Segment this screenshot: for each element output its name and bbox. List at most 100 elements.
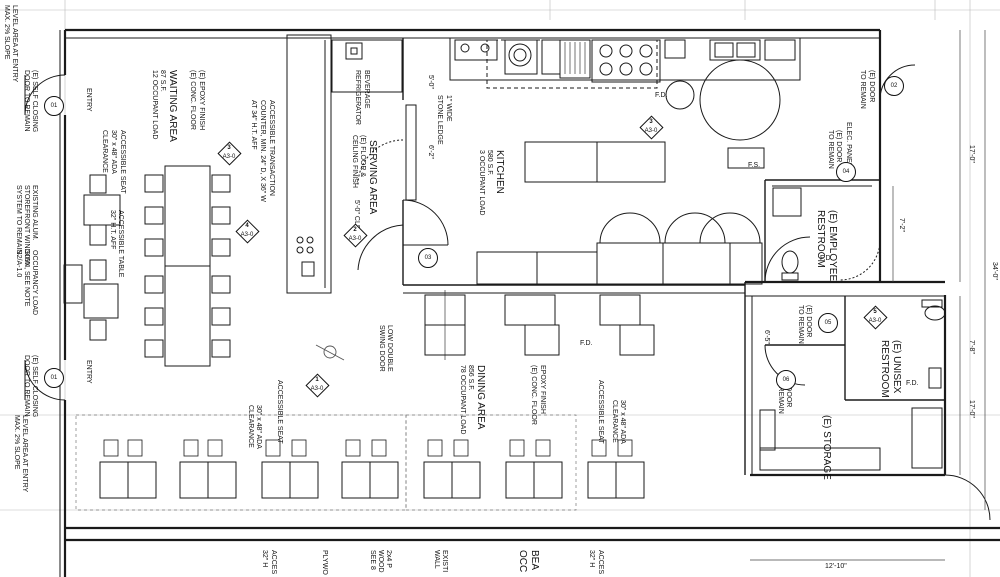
- waiting-area-load: 12 OCCUPANT LOAD: [151, 70, 158, 140]
- level-top-2: MAX. 2% SLOPE: [3, 5, 10, 60]
- entry-label-top: ENTRY: [85, 88, 92, 112]
- dining-size: 856 S.F.: [467, 365, 474, 391]
- door-tag-05: 05: [818, 313, 838, 333]
- dim-17-0-top: 17'-0": [968, 145, 975, 163]
- dining-load: 78 OCCUPANT LOAD: [459, 365, 466, 435]
- door-tag-02: 02: [884, 76, 904, 96]
- window-note-1: EXISTING ALUM.: [31, 185, 38, 241]
- bottom-note-5: WOOD: [377, 550, 384, 573]
- bottom-note-11: ACCES: [597, 550, 604, 575]
- door-tag-03: 03: [418, 248, 438, 268]
- waiting-area-label: WAITING AREA: [167, 70, 178, 142]
- entry-label-bottom: ENTRY: [85, 360, 92, 384]
- bottom-note-3: PLYWO: [321, 550, 328, 575]
- section-mark-sheet: A3-0: [644, 128, 658, 134]
- dining-acc-seat-6: CLEARANCE: [611, 400, 618, 443]
- bottom-note-8: WALL: [433, 550, 440, 569]
- occupancy-note-3: S2/A-1.0: [15, 250, 22, 278]
- swing-note-2: SWING DOOR: [378, 325, 385, 372]
- section-mark-num: 2: [353, 227, 357, 233]
- kitchen-label: KITCHEN: [494, 150, 505, 194]
- section-mark-sheet: A3-0: [868, 318, 882, 324]
- window-note-3: SYSTEM TO REMAIN: [15, 185, 22, 255]
- door-tag-01-bottom: 01: [44, 368, 64, 388]
- floor-drain-kitchen: F.D.: [655, 92, 668, 99]
- floor-sink: F.S.: [748, 162, 761, 169]
- dim-5-0: 5'-0": [427, 75, 434, 89]
- elec-panel-note: ELEC. PANEL: [845, 122, 852, 167]
- section-mark-sheet: A3-0: [240, 232, 254, 238]
- waiting-area-size: 87 S.F.: [159, 70, 166, 92]
- dining-finish-2: (E) CONC. FLOOR: [530, 365, 537, 425]
- acc-table-note-1: ACCESSIBLE TABLE: [117, 210, 124, 278]
- bottom-note-7: EXISTI: [441, 550, 448, 573]
- dining-acc-seat-3: CLEARANCE: [247, 405, 254, 448]
- dining-acc-seat-2: 30" x 48" ADA: [255, 405, 262, 449]
- self-close-bottom-2: DOOR TO REMAIN: [23, 355, 30, 417]
- kitchen-size: 580 S.F.: [486, 150, 493, 176]
- serving-area-label: SERVING AREA: [367, 140, 378, 215]
- floor-drain-restroom: F.D.: [820, 255, 833, 262]
- self-close-bottom-1: (E) SELF CLOSING: [31, 355, 38, 418]
- door-tag-06: 06: [776, 370, 796, 390]
- serving-note-1: (E) FLOOR &: [359, 135, 366, 178]
- occupancy-note-2: SIGN, SEE NOTE: [23, 250, 30, 307]
- section-mark-sheet: A3-0: [348, 236, 362, 242]
- floor-drain-unisex: F.D.: [906, 380, 919, 387]
- door-remain-02-1: (E) DOOR: [868, 70, 875, 103]
- floor-drain-dining: F.D.: [580, 340, 593, 347]
- acc-table-note-2: 32" H.T. AFF: [109, 210, 116, 250]
- transaction-note-1: ACCESSIBLE TRANSACTION: [268, 100, 275, 196]
- door-tag-01-top: 01: [44, 96, 64, 116]
- acc-seat-note-2: 30" x 48" ADA: [110, 130, 117, 174]
- dim-6-5: 6'-5": [763, 330, 770, 344]
- level-bottom-2: MAX. 2% SLOPE: [13, 415, 20, 470]
- stone-note-1: 1" WIDE: [445, 95, 452, 122]
- level-bottom-1: LEVEL AREA AT ENTRY: [21, 415, 28, 493]
- self-close-top-2: DOOR TO REMAIN: [23, 70, 30, 132]
- section-mark-num: 3: [227, 145, 231, 151]
- unisex-restroom-label: (E) UNISEX: [891, 340, 902, 394]
- serving-note-2: CEILING FINISH: [351, 135, 358, 188]
- beverage-note-2: REFRIGERATOR: [354, 70, 361, 125]
- door-remain-04-2: TO REMAIN: [827, 130, 834, 169]
- section-mark-sheet: A3-0: [222, 154, 236, 160]
- level-top-1: LEVEL AREA AT ENTRY: [11, 5, 18, 83]
- door-remain-05-2: TO REMAIN: [797, 305, 804, 344]
- dining-acc-seat-4: ACCESSIBLE SEAT: [597, 380, 604, 444]
- dim-17-0-bottom: 17'-0": [968, 400, 975, 418]
- transaction-note-3: AT 34" H.T. AFF: [250, 100, 257, 150]
- bottom-note-1: ACCES: [270, 550, 277, 575]
- employee-restroom-label: (E) EMPLOYEE: [827, 210, 838, 282]
- waiting-finish-1: (E) EPOXY FINISH: [198, 70, 205, 131]
- dining-finish-1: EPOXY FINISH: [539, 365, 546, 414]
- section-mark-num: 5: [873, 309, 877, 315]
- door-remain-05-1: (E) DOOR: [805, 305, 812, 338]
- swing-note-1: LOW DOUBLE: [386, 325, 393, 372]
- section-mark-num: 1: [315, 377, 319, 383]
- transaction-note-2: COUNTER, MIN. 24" D, X 36" W: [259, 100, 266, 202]
- acc-seat-note-3: CLEARANCE: [101, 130, 108, 173]
- bottom-note-9: BEA: [529, 550, 540, 571]
- door-tag-04: 04: [836, 162, 856, 182]
- door-remain-02-2: TO REMAIN: [859, 70, 866, 109]
- dim-7-8: 7'-8": [968, 340, 975, 354]
- beverage-note-1: BEVERAGE: [363, 70, 370, 109]
- unisex-restroom-label-2: RESTROOM: [879, 340, 890, 398]
- bottom-note-6: SEE 8: [369, 550, 376, 570]
- dim-34-0: 34'-0": [991, 262, 998, 280]
- self-close-top-1: (E) SELF CLOSING: [31, 70, 38, 133]
- bottom-note-4: 2x4 P: [385, 550, 392, 568]
- section-mark-sheet: A3-0: [310, 386, 324, 392]
- section-mark-num: 4: [245, 223, 249, 229]
- acc-seat-note-1: ACCESSIBLE SEAT: [119, 130, 126, 194]
- kitchen-load: 3 OCCUPANT LOAD: [478, 150, 485, 216]
